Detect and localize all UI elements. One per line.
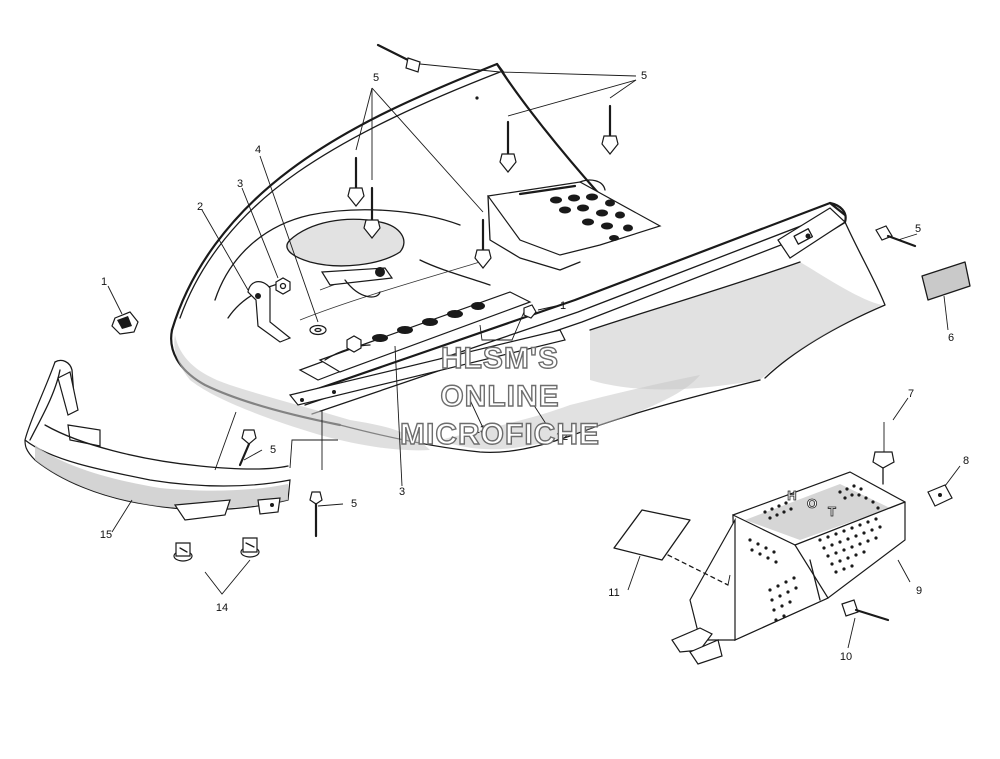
- callout-5: 5: [373, 72, 379, 84]
- decal-6: [921, 261, 971, 301]
- callout-13: 13: [474, 424, 486, 436]
- callout-4: 4: [255, 144, 261, 156]
- callout-5: 5: [351, 498, 357, 510]
- callout-1: 1: [560, 300, 566, 312]
- callout-3: 3: [237, 178, 243, 190]
- callout-10: 10: [840, 651, 852, 663]
- callout-2: 2: [197, 201, 203, 213]
- heat-shield-letter-o: O: [807, 496, 817, 511]
- washer-4: [309, 324, 327, 336]
- callout-9: 9: [916, 585, 922, 597]
- vent-plate: [486, 179, 662, 271]
- nut-3: [275, 277, 291, 295]
- callout-5: 5: [641, 70, 647, 82]
- clip-8: [927, 484, 953, 507]
- watermark-line-1: HLSM'S: [441, 342, 559, 375]
- bolt-7: [872, 451, 895, 485]
- callout-8: 8: [963, 455, 969, 467]
- callout-11: 11: [608, 587, 619, 599]
- callout-labels: 1 1 2 3 3 4 5 5 5 5 5 6 7 8 9 10 11 12 1…: [100, 70, 969, 663]
- callout-15: 15: [100, 529, 112, 541]
- rivets-5: [238, 43, 917, 538]
- decal-11: [613, 509, 729, 586]
- callout-14: 14: [216, 602, 228, 614]
- callout-5: 5: [270, 444, 276, 456]
- support-brace: [288, 291, 566, 406]
- callout-12: 12: [556, 431, 568, 443]
- callout-7: 7: [908, 388, 914, 400]
- mount-plate: [320, 267, 394, 298]
- heat-shield-9: H O T: [671, 471, 906, 665]
- push-clip-1: [111, 304, 537, 335]
- front-bumper-15: [24, 359, 291, 521]
- callout-5: 5: [915, 223, 921, 235]
- heat-shield-letter-h: H: [787, 488, 796, 503]
- rivet-10: [841, 599, 890, 622]
- callout-3: 3: [399, 486, 405, 498]
- watermark-line-3: MICROFICHE: [400, 418, 600, 451]
- heat-shield-letter-t: T: [828, 504, 836, 519]
- watermark: HLSM'S ONLINE MICROFICHE: [399, 341, 600, 451]
- callout-6: 6: [948, 332, 954, 344]
- vent-holes: [550, 193, 633, 241]
- perforations: [748, 484, 882, 622]
- leader-lines: [107, 63, 961, 649]
- screws-14: [173, 537, 260, 562]
- bracket-2: [247, 281, 292, 343]
- nut-3b: [346, 335, 362, 353]
- watermark-line-2: ONLINE: [440, 380, 559, 413]
- callout-1: 1: [101, 276, 107, 288]
